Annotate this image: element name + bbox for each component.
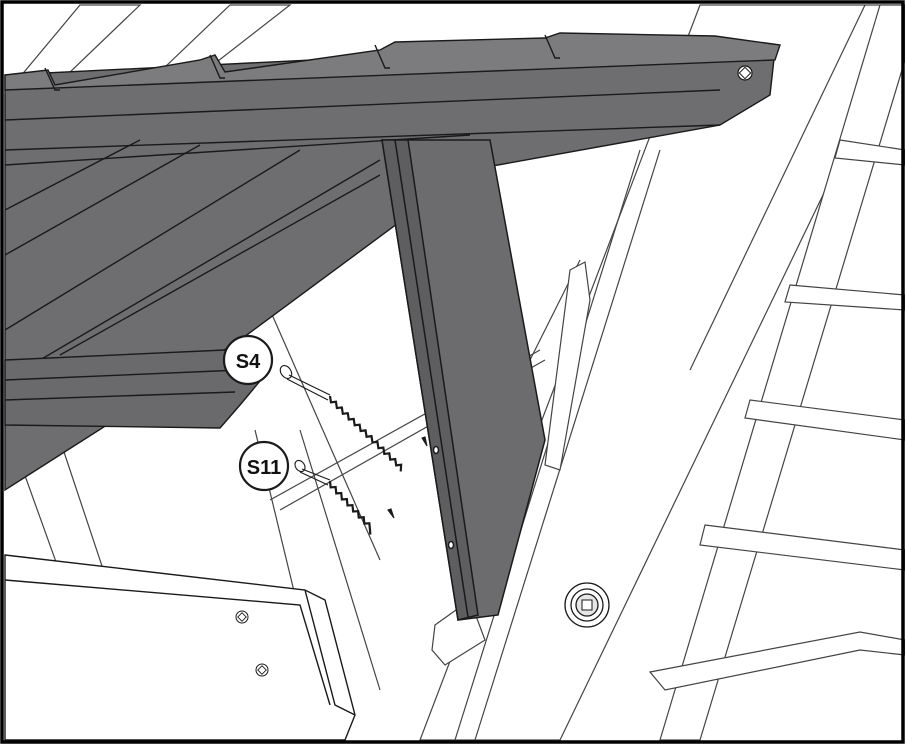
arm-board-screw-upper	[235, 610, 249, 624]
callout-s4-label: S4	[236, 351, 261, 373]
screw-s4	[279, 365, 428, 472]
top-rail-bolt	[737, 65, 753, 81]
lower-arm-board	[4, 554, 356, 741]
diagonal-leg-right	[659, 4, 905, 741]
screw-s11	[294, 459, 395, 535]
callout-s4: S4	[222, 334, 274, 386]
callout-s11-label: S11	[247, 457, 281, 479]
pilot-hole-lower	[447, 540, 455, 550]
pivot-bolt	[564, 582, 610, 628]
callout-s11: S11	[238, 440, 290, 492]
pilot-hole-upper	[432, 445, 440, 455]
top-frame-assembly	[4, 32, 781, 492]
arm-board-screw-lower	[255, 663, 269, 677]
vertical-support-post	[381, 139, 546, 621]
